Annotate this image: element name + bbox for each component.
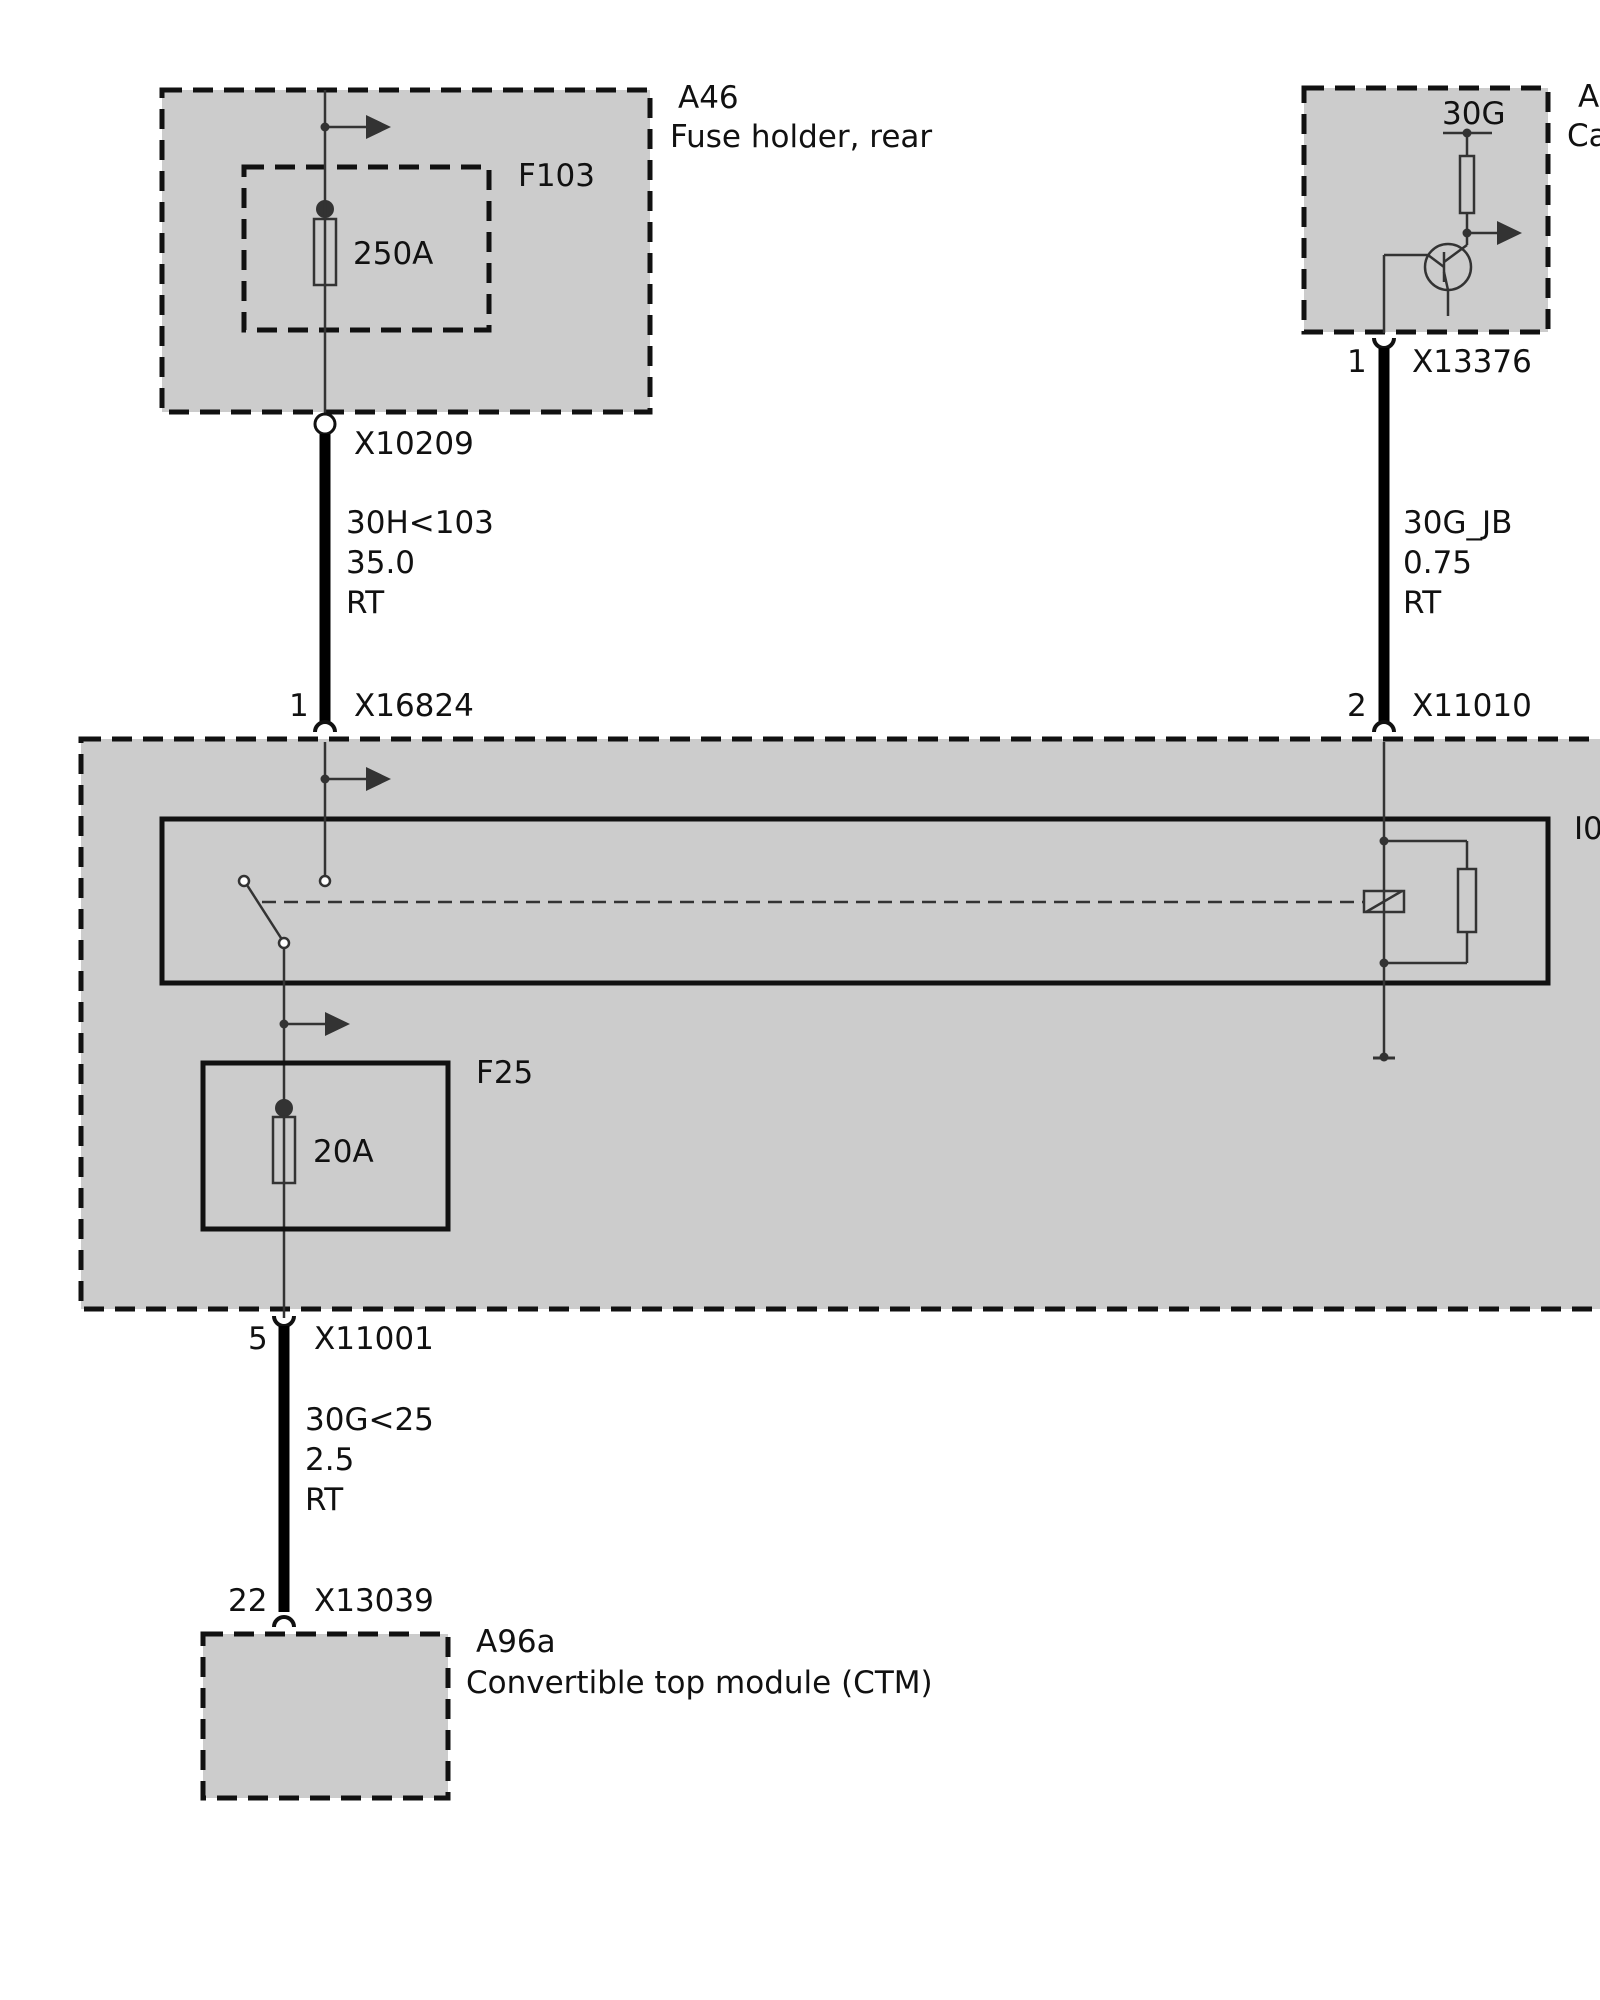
fuse-f103[interactable]: F103 250A: [241, 158, 595, 333]
fuse-f25[interactable]: F25 20A: [200, 1055, 533, 1232]
module-a-right-id: A: [1578, 79, 1599, 115]
switch-contact-open: [237, 874, 251, 888]
connector-x11010-label: X11010: [1412, 688, 1532, 724]
module-a-right[interactable]: A Ca 30G: [1301, 79, 1600, 335]
switch-contact-common: [277, 936, 291, 950]
connector-x11001-label: X11001: [314, 1321, 434, 1357]
fuse-f25-rating: 20A: [313, 1134, 374, 1170]
fuse-holder-a46-id: A46: [678, 80, 739, 116]
fuse-f103-rating: 250A: [353, 236, 433, 272]
connector-x11010-terminal: [1372, 720, 1396, 733]
relay-panel-id: I0: [1574, 811, 1600, 847]
fuse-f25-id: F25: [476, 1055, 533, 1091]
wire-30g-25-color: RT: [305, 1482, 344, 1518]
relay-coil-symbol: [1362, 889, 1406, 914]
fuse-f25-symbol: [271, 1115, 297, 1185]
continuation-arrow-icon: [366, 115, 391, 139]
module-a-right-supply: 30G: [1442, 96, 1505, 132]
connector-x16824-label: X16824: [354, 688, 474, 724]
connector-x13039-label: X13039: [314, 1583, 434, 1619]
transistor-icon: [1382, 242, 1473, 333]
connector-x16824-terminal: [313, 720, 337, 733]
connector-x10209-label: X10209: [354, 426, 474, 462]
connector-x13376-terminal: [1372, 337, 1396, 350]
wire-30g-25-signal: 30G<25: [305, 1402, 434, 1438]
connector-x13039-pin: 22: [228, 1583, 267, 1619]
fuse-f103-id: F103: [518, 158, 595, 194]
continuation-arrow-icon: [325, 1012, 350, 1036]
junction-box[interactable]: I0 F25 20A: [78, 736, 1600, 1318]
fuse-holder-a46-name: Fuse holder, rear: [670, 119, 932, 155]
fuse-holder-a46[interactable]: A46 Fuse holder, rear F103 250A: [159, 80, 932, 415]
connector-x11010-pin: 2: [1347, 688, 1367, 724]
continuation-arrow-icon: [366, 767, 391, 791]
fuse-f25-node: [275, 1099, 293, 1117]
module-a-right-name: Ca: [1567, 118, 1600, 154]
wire-30g-jb-signal: 30G_JB: [1403, 505, 1512, 541]
connector-x13039-terminal: [272, 1615, 296, 1628]
relay-panel[interactable]: I0: [159, 811, 1600, 986]
connector-x10209-terminal: [313, 412, 337, 436]
convertible-top-module-a96a-name: Convertible top module (CTM): [466, 1665, 933, 1701]
connector-x13376-pin: 1: [1347, 344, 1367, 380]
wire-30h-103-color: RT: [346, 585, 385, 621]
convertible-top-module-a96a-id: A96a: [476, 1624, 556, 1660]
wire-30g-jb-color: RT: [1403, 585, 1442, 621]
wire-30h-103-signal: 30H<103: [346, 505, 494, 541]
connector-x13376-label: X13376: [1412, 344, 1532, 380]
convertible-top-module-a96a[interactable]: A96a Convertible top module (CTM): [200, 1624, 933, 1801]
wire-30h-103-gauge: 35.0: [346, 545, 415, 581]
continuation-arrow-icon: [1497, 221, 1522, 245]
connector-x16824-pin: 1: [289, 688, 309, 724]
connector-x11001-pin: 5: [248, 1321, 268, 1357]
switch-contact-fixed: [318, 874, 332, 888]
relay-switch-lever: [245, 884, 283, 939]
wire-30g-jb-gauge: 0.75: [1403, 545, 1472, 581]
wire-30g-25-gauge: 2.5: [305, 1442, 354, 1478]
